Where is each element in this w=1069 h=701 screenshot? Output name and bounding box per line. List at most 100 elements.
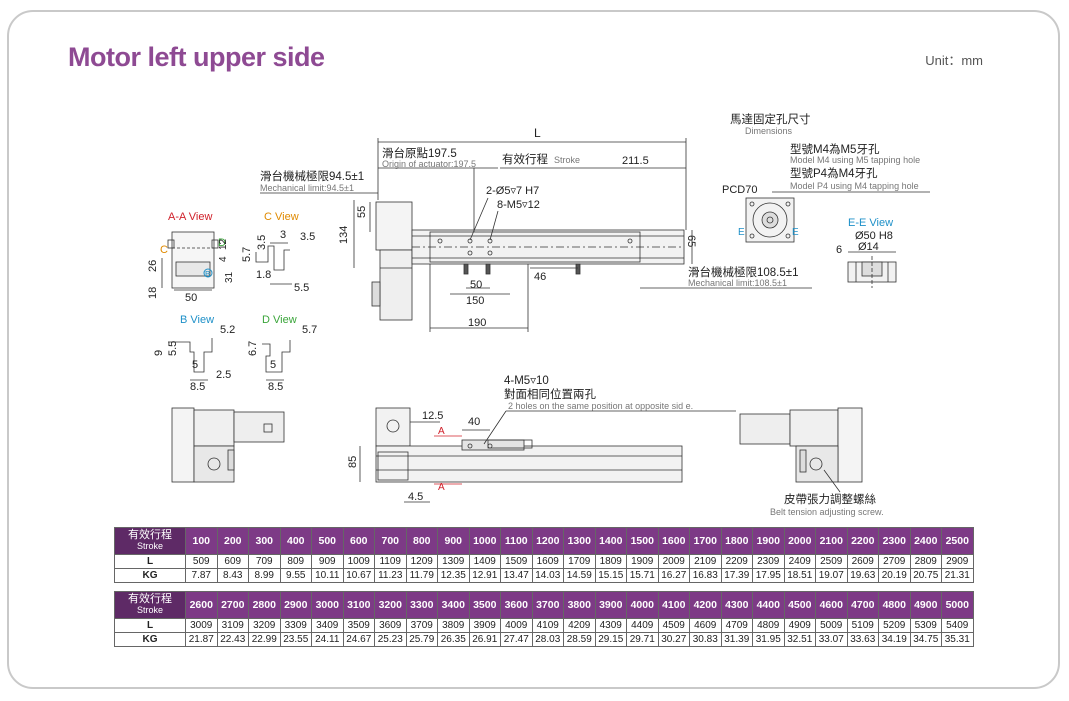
d-view: D View 5.7 6.7 5 8.5 bbox=[247, 314, 317, 393]
dim-211-5: 211.5 bbox=[622, 155, 649, 167]
dim-d-5: 5 bbox=[270, 359, 276, 371]
length-cell: 2909 bbox=[941, 554, 974, 569]
stroke-cell: 3800 bbox=[563, 591, 596, 619]
stroke-cell: 3200 bbox=[374, 591, 407, 619]
weight-cell: 22.99 bbox=[248, 632, 281, 647]
stroke-cell: 2900 bbox=[279, 591, 312, 619]
belt-label-en: Belt tension adjusting screw. bbox=[770, 507, 884, 517]
dim-4: 4 bbox=[218, 256, 229, 262]
stroke-cell: 2400 bbox=[909, 527, 942, 555]
length-cell: 2609 bbox=[846, 554, 879, 569]
hole-2-label: 2-Ø5▿7 H7 bbox=[486, 185, 539, 197]
letter-c: C bbox=[160, 244, 168, 256]
stroke-cell: 1300 bbox=[563, 527, 596, 555]
length-cell: 4209 bbox=[563, 618, 596, 633]
origin-label-en: Origin of actuator:197.5 bbox=[382, 159, 476, 169]
dim-c-3-5b: 3.5 bbox=[300, 231, 315, 243]
ee-view-label: E-E View bbox=[848, 217, 893, 229]
stroke-cell: 2200 bbox=[846, 527, 879, 555]
length-cell: 3309 bbox=[279, 618, 312, 633]
b-view: B View 5.2 9 5.5 5 2.5 8.5 bbox=[153, 314, 235, 393]
stroke-cell: 3300 bbox=[405, 591, 438, 619]
weight-cell: 11.23 bbox=[374, 568, 407, 583]
p4-label-en: Model P4 using M4 tapping hole bbox=[790, 181, 919, 191]
length-cell: 3609 bbox=[374, 618, 407, 633]
stroke-cell: 4600 bbox=[815, 591, 848, 619]
stroke-cell: 2000 bbox=[783, 527, 816, 555]
dim-d-5-7: 5.7 bbox=[302, 324, 317, 336]
stroke-cell: 3500 bbox=[468, 591, 501, 619]
stroke-cell: 200 bbox=[216, 527, 249, 555]
mech-left-label-en: Mechanical limit:94.5±1 bbox=[260, 183, 354, 193]
weight-header: KG bbox=[114, 632, 186, 647]
ee-dim-14: Ø14 bbox=[858, 241, 879, 253]
dim-b-8-5: 8.5 bbox=[190, 381, 205, 393]
motor-dim-label-en: Dimensions bbox=[745, 126, 793, 136]
length-cell: 4409 bbox=[626, 618, 659, 633]
length-cell: 2209 bbox=[720, 554, 753, 569]
motor-dim-label: 馬達固定孔尺寸 bbox=[730, 112, 811, 126]
dim-5-2: 5.2 bbox=[220, 324, 235, 336]
stroke-cell: 1100 bbox=[500, 527, 533, 555]
d-view-label: D View bbox=[262, 314, 297, 326]
motor-dimensions: 馬達固定孔尺寸 Dimensions 型號M4為M5牙孔 Model M4 us… bbox=[722, 112, 930, 288]
weight-cell: 29.71 bbox=[626, 632, 659, 647]
stroke-cell: 3600 bbox=[500, 591, 533, 619]
length-cell: 2009 bbox=[657, 554, 690, 569]
length-cell: 809 bbox=[279, 554, 312, 569]
weight-cell: 28.59 bbox=[563, 632, 596, 647]
length-cell: 5309 bbox=[909, 618, 942, 633]
length-cell: 1009 bbox=[342, 554, 375, 569]
stroke-cell: 100 bbox=[185, 527, 218, 555]
length-cell: 3009 bbox=[185, 618, 218, 633]
weight-cell: 34.75 bbox=[909, 632, 942, 647]
side-view-left bbox=[171, 407, 285, 483]
stroke-cell: 4700 bbox=[846, 591, 879, 619]
m4-label-en: Model M4 using M5 tapping hole bbox=[790, 155, 920, 165]
weight-cell: 14.59 bbox=[563, 568, 596, 583]
length-cell: 2309 bbox=[752, 554, 785, 569]
weight-cell: 30.83 bbox=[689, 632, 722, 647]
length-cell: 1809 bbox=[594, 554, 627, 569]
stroke-cell: 5000 bbox=[941, 591, 974, 619]
dim-50b: 50 bbox=[470, 279, 482, 291]
stroke-cell: 4500 bbox=[783, 591, 816, 619]
length-cell: 1909 bbox=[626, 554, 659, 569]
hole-8-label: 8-M5▿12 bbox=[497, 199, 540, 211]
stroke-cell: 300 bbox=[248, 527, 281, 555]
weight-cell: 8.43 bbox=[216, 568, 249, 583]
length-cell: 5009 bbox=[815, 618, 848, 633]
weight-cell: 26.91 bbox=[468, 632, 501, 647]
belt-label: 皮帶張力調整螺絲 bbox=[784, 492, 876, 506]
length-cell: 2809 bbox=[909, 554, 942, 569]
weight-cell: 13.47 bbox=[500, 568, 533, 583]
dim-26: 26 bbox=[147, 260, 159, 272]
section-a-bottom: A bbox=[438, 482, 445, 493]
stroke-cell: 4100 bbox=[657, 591, 690, 619]
origin-label: 滑台原點197.5 bbox=[382, 146, 457, 160]
stroke-cell: 2700 bbox=[216, 591, 249, 619]
length-cell: 1209 bbox=[405, 554, 438, 569]
weight-cell: 15.15 bbox=[594, 568, 627, 583]
length-cell: 2509 bbox=[815, 554, 848, 569]
section-a-top: A bbox=[438, 426, 445, 437]
weight-cell: 7.87 bbox=[185, 568, 218, 583]
m4-label: 型號M4為M5牙孔 bbox=[790, 142, 880, 156]
stroke-cell: 1700 bbox=[689, 527, 722, 555]
hole-4-en-label: 2 holes on the same position at opposite… bbox=[508, 401, 693, 411]
weight-cell: 35.31 bbox=[941, 632, 974, 647]
letter-e-right: E bbox=[792, 227, 799, 238]
stroke-label: 有效行程 bbox=[502, 152, 548, 166]
length-cell: 4509 bbox=[657, 618, 690, 633]
dim-c-5-5: 5.5 bbox=[294, 282, 309, 294]
weight-cell: 24.67 bbox=[342, 632, 375, 647]
length-cell: 4909 bbox=[783, 618, 816, 633]
weight-cell: 31.95 bbox=[752, 632, 785, 647]
weight-cell: 30.27 bbox=[657, 632, 690, 647]
